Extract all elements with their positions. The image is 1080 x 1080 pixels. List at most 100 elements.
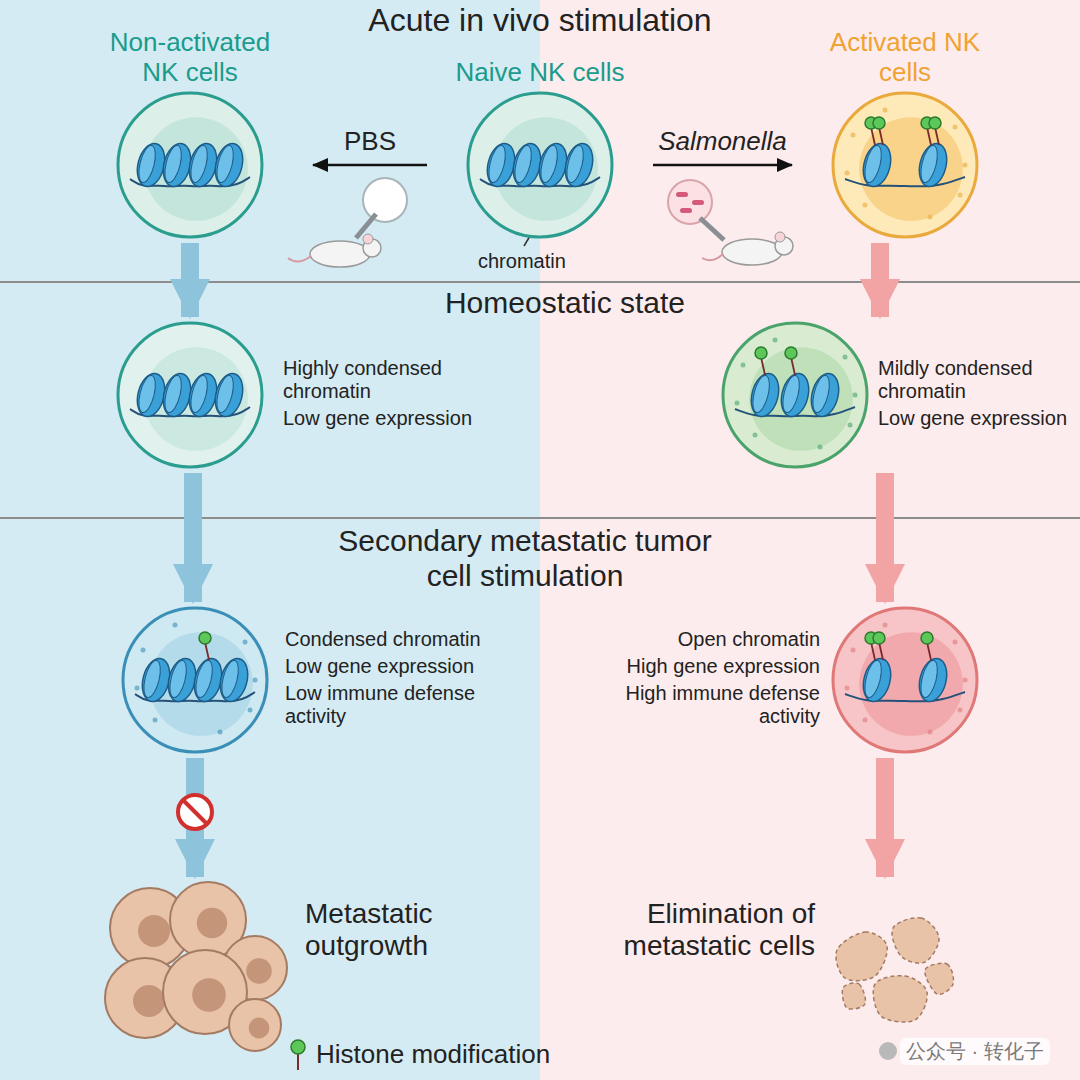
granule bbox=[953, 125, 958, 130]
nucleosome-face bbox=[136, 374, 159, 414]
watermark-icon bbox=[879, 1042, 897, 1060]
nucleosome-body bbox=[915, 141, 951, 190]
nucleosome-face bbox=[141, 659, 164, 699]
nucleosome bbox=[859, 141, 895, 190]
nucleosome-face bbox=[214, 374, 237, 414]
syringe bbox=[700, 218, 724, 240]
cell-membrane bbox=[833, 93, 977, 237]
nucleosome bbox=[777, 371, 813, 420]
nucleosome-body bbox=[216, 656, 252, 705]
granule bbox=[173, 623, 178, 628]
granule bbox=[135, 686, 140, 691]
cell-description: Open chromatin bbox=[575, 628, 820, 651]
cell-description: Elimination of metastatic cells bbox=[575, 898, 815, 962]
mouse-tail bbox=[702, 254, 723, 260]
arrow bbox=[653, 164, 792, 167]
cell-node: Condensed chromatinLow gene expressionLo… bbox=[123, 605, 523, 755]
tumor-node: Metastatic outgrowth bbox=[90, 880, 490, 1055]
nucleosome-body bbox=[859, 141, 895, 190]
text-block: Metastatic outgrowth bbox=[305, 898, 485, 962]
granule bbox=[963, 678, 968, 683]
bacteria-bubble bbox=[668, 180, 712, 224]
edge-label: PBS bbox=[344, 127, 396, 157]
nucleosome-face bbox=[862, 144, 885, 184]
granule bbox=[851, 648, 856, 653]
legend: Histone modification bbox=[288, 1038, 550, 1072]
text-block: Open chromatinHigh gene expressionHigh i… bbox=[575, 628, 820, 732]
nucleosome-face bbox=[918, 659, 941, 699]
tumor-nucleus bbox=[249, 1018, 270, 1039]
arrow bbox=[313, 164, 427, 167]
cell-fragment bbox=[925, 963, 954, 994]
nucleosome-face bbox=[512, 144, 535, 184]
granule bbox=[845, 686, 850, 691]
nucleosome-face bbox=[918, 144, 941, 184]
granule bbox=[853, 393, 858, 398]
nucleosome-body bbox=[211, 371, 247, 420]
block-arrow bbox=[181, 243, 199, 317]
cell-heading: Activated NK cells bbox=[810, 28, 1000, 88]
nucleosome-face bbox=[188, 144, 211, 184]
node-shape bbox=[575, 605, 980, 755]
part-label: chromatin bbox=[478, 250, 566, 273]
nucleosome-face bbox=[162, 374, 185, 414]
nucleosome-body bbox=[915, 656, 951, 705]
nucleosome-face bbox=[810, 374, 833, 414]
granule bbox=[753, 433, 758, 438]
cell-description: Low gene expression bbox=[878, 407, 1072, 430]
text-block: Naive NK cells bbox=[430, 58, 650, 88]
block-arrow bbox=[876, 473, 894, 602]
cell-fragment bbox=[873, 976, 927, 1022]
legend-sample bbox=[288, 1038, 308, 1072]
nucleosome bbox=[211, 371, 247, 420]
granule bbox=[153, 718, 158, 723]
nucleosome-body bbox=[211, 141, 247, 190]
nucleosome-body bbox=[859, 656, 895, 705]
legend-text: Histone modification bbox=[316, 1040, 550, 1070]
histone-mark bbox=[921, 632, 933, 644]
tumor-nucleus bbox=[197, 908, 227, 938]
nucleosome-face bbox=[219, 659, 242, 699]
cell-membrane bbox=[123, 608, 267, 752]
tumor-nucleus bbox=[138, 915, 170, 947]
nucleosome-face bbox=[188, 374, 211, 414]
tumor-cell bbox=[229, 999, 281, 1051]
nucleus bbox=[859, 632, 963, 736]
cell-node: Activated NK cells bbox=[795, 28, 1015, 240]
node-shape bbox=[123, 605, 523, 755]
granule bbox=[845, 171, 850, 176]
nucleosome-body bbox=[777, 371, 813, 420]
section-heading: Secondary metastatic tumor cell stimulat… bbox=[325, 524, 725, 593]
tumor-nucleus bbox=[192, 978, 226, 1012]
cell-description: High gene expression bbox=[575, 655, 820, 678]
cell-node: Open chromatinHigh gene expressionHigh i… bbox=[575, 605, 980, 755]
granule bbox=[963, 163, 968, 168]
watermark: 公众号 · 转化子 bbox=[900, 1038, 1050, 1065]
block-arrow bbox=[876, 758, 894, 877]
edge-label: Salmonella bbox=[658, 127, 787, 157]
nucleosome-face bbox=[193, 659, 216, 699]
granule bbox=[958, 708, 963, 713]
pbs-injection bbox=[288, 178, 407, 267]
nucleosome bbox=[915, 656, 951, 705]
nucleosome-face bbox=[750, 374, 773, 414]
nucleosome-face bbox=[214, 144, 237, 184]
text-block: Highly condensed chromatinLow gene expre… bbox=[283, 357, 488, 434]
text-block: Mildly condensed chromatinLow gene expre… bbox=[878, 357, 1072, 434]
nucleosome bbox=[915, 141, 951, 190]
granule bbox=[218, 730, 223, 735]
granule bbox=[883, 108, 888, 113]
cell-node: Non-activated NK cells bbox=[70, 28, 310, 240]
cell-heading: Non-activated NK cells bbox=[90, 28, 290, 88]
granule bbox=[248, 708, 253, 713]
histone-mark bbox=[929, 117, 941, 129]
nucleosome-face bbox=[538, 144, 561, 184]
granule bbox=[773, 338, 778, 343]
title: Acute in vivo stimulation bbox=[0, 2, 1080, 39]
granule bbox=[735, 401, 740, 406]
granule bbox=[928, 215, 933, 220]
bacterium bbox=[692, 200, 704, 205]
granule bbox=[141, 648, 146, 653]
cell-description: Low gene expression bbox=[285, 655, 500, 678]
